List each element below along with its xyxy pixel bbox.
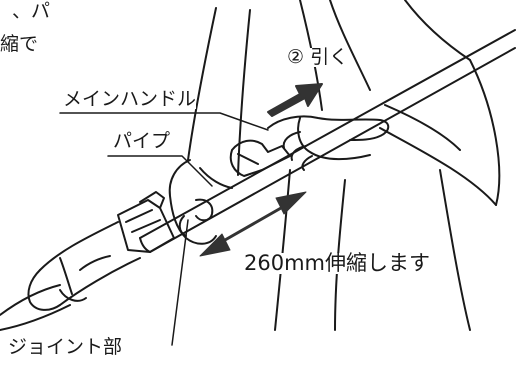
joint-leader	[171, 219, 189, 346]
cropped-text-line1: 、パ	[12, 0, 51, 22]
pipe-label: パイプ	[113, 130, 171, 152]
main-handle-leader	[59, 112, 269, 131]
joint-part-shape	[117, 191, 175, 253]
extension-double-arrow	[199, 191, 307, 257]
tool-body	[0, 221, 141, 331]
pipe-leader	[107, 155, 213, 187]
cropped-text-line2: 縮で	[0, 33, 39, 55]
leader-lines	[59, 112, 269, 346]
main-handle-label: メインハンドル	[63, 88, 197, 110]
joint-label: ジョイント部	[8, 336, 123, 358]
lower-hand	[168, 159, 233, 245]
pull-arrow	[267, 83, 323, 117]
extension-note: 260mm伸縮します	[244, 251, 430, 275]
upper-hand	[267, 115, 390, 171]
main-handle-shape	[229, 139, 291, 177]
operator-figure	[187, 0, 501, 331]
step-pull-label: ② 引く	[287, 46, 349, 68]
